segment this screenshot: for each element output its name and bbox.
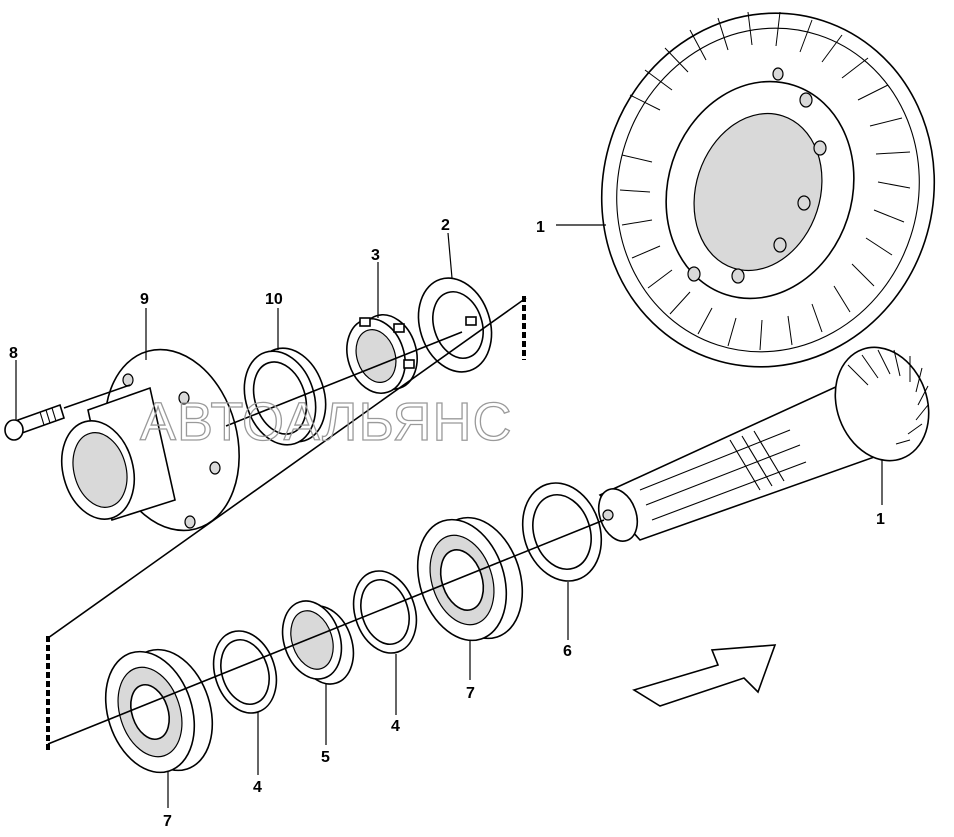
callout-1-ring-gear: 1 [536,219,545,236]
watermark: АВТОАЛЬЯНС [140,392,512,452]
callout-4-right: 4 [391,718,400,735]
direction-arrow [632,644,777,707]
washer-6 [521,482,603,582]
ring-gear [600,11,936,368]
nut-3 [346,314,418,394]
washer-4-left [212,630,278,714]
callout-3: 3 [371,247,380,264]
ring-gear-teeth [619,11,911,351]
bearing-7-left [104,648,214,774]
leader-lines [15,224,883,808]
callout-6: 6 [563,643,572,660]
callout-8: 8 [9,345,18,362]
ring-10 [243,347,327,446]
spacer-5 [281,600,355,685]
pinion-shaft [597,346,930,542]
callout-7-right: 7 [466,685,475,702]
callout-9: 9 [140,291,149,308]
washer-4-right [352,570,418,654]
callout-4-left: 4 [253,779,262,796]
callout-10: 10 [265,291,283,308]
pinion-teeth [847,349,929,445]
callout-1-pinion: 1 [876,511,885,528]
callout-2: 2 [441,217,450,234]
callout-5: 5 [321,749,330,766]
bolt-8 [4,403,65,441]
lock-washer-2 [417,277,493,373]
assembly-lines [46,296,605,750]
bearing-7-right [416,516,524,642]
callout-7-left: 7 [163,813,172,830]
